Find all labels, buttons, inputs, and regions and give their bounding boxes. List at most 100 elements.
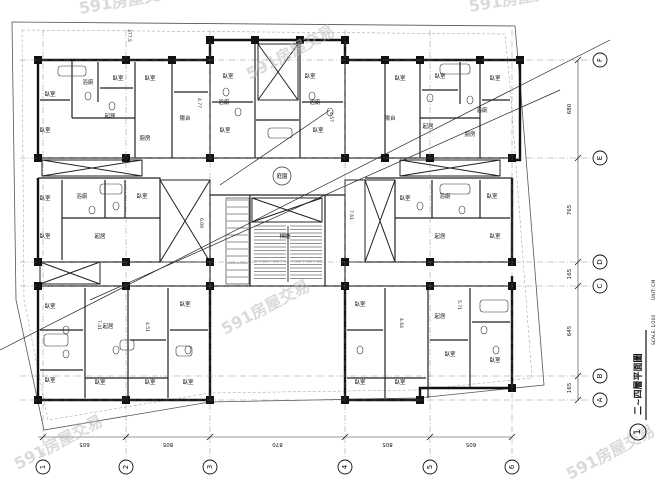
grid-label: A [596, 397, 604, 402]
grid-label: B [596, 373, 604, 378]
grid-bubble-row-E: E [592, 150, 608, 166]
exterior-walls [36, 38, 522, 402]
room-label-bed: 臥室 [304, 72, 316, 80]
svg-text:7.61: 7.61 [348, 210, 354, 220]
interior-walls [38, 42, 513, 398]
grid-bubble-row-A: A [592, 392, 608, 408]
room-label-hall: 梯廳 [279, 232, 291, 240]
room-label-living: 起居 [434, 313, 446, 320]
svg-text:7.41: 7.41 [96, 320, 102, 330]
room-label-bath: 浴廁 [309, 98, 321, 106]
leader-lines [0, 39, 611, 351]
room-label-bed: 臥室 [112, 74, 124, 82]
room-label-bed: 臥室 [39, 232, 51, 240]
row-dimensions: 680 765 165 645 165 [567, 56, 582, 404]
svg-text:6.09: 6.09 [198, 218, 204, 228]
room-label-bed: 臥室 [444, 350, 456, 358]
room-label-living: 起居 [422, 123, 434, 130]
grid-bubble-row-C: C [592, 278, 608, 294]
room-label-living: 起居 [102, 323, 114, 330]
grid-column-bubbles: 1 2 3 4 5 6 [35, 459, 520, 475]
drawing-scale: SCALE: 1/200 [651, 315, 657, 345]
grid-bubble-col-2: 2 [118, 459, 134, 475]
grid-bubble-col-3: 3 [202, 459, 218, 475]
grid-bubble-col-4: 4 [337, 459, 353, 475]
staircase [225, 197, 322, 285]
room-label-bed: 臥室 [44, 376, 56, 384]
room-label-bed: 臥室 [394, 74, 406, 82]
grid-label: D [596, 259, 604, 264]
col-dimension-value: 870 [272, 441, 283, 447]
grid-label: 2 [122, 465, 130, 469]
room-label-bed: 臥室 [94, 378, 106, 386]
svg-text:4.77: 4.77 [196, 98, 202, 108]
elevator-shafts [39, 43, 501, 285]
room-label-bath: 浴廁 [476, 106, 488, 114]
inner-dimension-texts: 377.5 4.77 4.57 6.09 7.61 7.41 4.51 4.64… [96, 29, 462, 332]
room-label-bath: 浴廁 [218, 98, 230, 106]
watermark-text: 591房屋交易 [243, 21, 338, 84]
room-label-bed: 臥室 [144, 378, 156, 386]
room-label-garden: 庭園 [276, 172, 288, 180]
row-dimension-value: 765 [567, 204, 573, 215]
row-dimension-value: 165 [567, 268, 573, 279]
grid-lines [20, 30, 591, 458]
svg-text:4.51: 4.51 [144, 322, 150, 332]
room-label-bed: 臥室 [489, 74, 501, 82]
grid-bubble-row-B: B [592, 368, 608, 384]
grid-bubble-row-F: F [592, 52, 608, 68]
room-label-living: 起居 [94, 233, 106, 240]
svg-text:377.5: 377.5 [126, 29, 132, 42]
grid-label: 4 [341, 464, 349, 469]
grid-label: 6 [508, 464, 516, 469]
watermark-text: 591房屋交易 [11, 411, 106, 474]
grid-bubble-col-1: 1 [35, 459, 51, 475]
garden-marker [272, 166, 292, 186]
room-label-bed: 臥室 [144, 74, 156, 82]
watermark-text: 591房屋交易 [77, 0, 176, 18]
title-block: 1 二~四層平面圖 SCALE: 1/200 UNIT: CM [629, 280, 657, 441]
grid-bubble-col-6: 6 [504, 459, 520, 475]
grid-row-bubbles: F E D C B A [592, 52, 608, 408]
room-label-balcony: 陽台 [384, 114, 396, 122]
row-dimension-value: 645 [567, 325, 573, 336]
room-label-bed: 臥室 [222, 72, 234, 80]
room-label-bed: 臥室 [394, 378, 406, 386]
room-label-living: 起居 [104, 113, 116, 120]
room-label-bath: 浴廁 [76, 192, 88, 200]
room-label-kitchen: 廚房 [464, 130, 476, 138]
col-dimension-value: 605 [465, 441, 476, 447]
row-dimension-value: 680 [567, 103, 573, 114]
room-label-living: 起居 [434, 233, 446, 240]
col-dimension-value: 805 [382, 441, 393, 447]
grid-label: E [596, 156, 604, 160]
title-number: 1 [633, 429, 643, 435]
room-label-bed: 臥室 [219, 126, 231, 134]
drawing-title: 二~四層平面圖 [632, 353, 644, 415]
watermark-text: 591房屋交易 [563, 421, 658, 484]
grid-label: 3 [206, 465, 214, 469]
grid-bubble-row-D: D [592, 254, 608, 270]
room-labels: 臥室起居臥室臥室浴廁臥室廚房陽台臥室浴廁臥室臥室浴廁臥室臥室臥室臥室浴廁廚房陽台… [39, 72, 501, 386]
row-dimension-value: 165 [567, 382, 573, 393]
room-label-bed: 臥室 [354, 378, 366, 386]
room-label-bath: 浴廁 [439, 192, 451, 200]
room-label-bed: 臥室 [44, 302, 56, 310]
svg-text:5.71: 5.71 [456, 300, 462, 310]
col-dimension-value: 605 [79, 441, 90, 447]
grid-label: F [596, 58, 604, 62]
room-label-balcony: 陽台 [179, 114, 191, 122]
room-label-kitchen: 廚房 [139, 134, 151, 142]
grid-label: 5 [426, 465, 434, 469]
room-label-bed: 臥室 [312, 126, 324, 134]
room-label-bath: 浴廁 [82, 78, 94, 86]
watermarks: 591房屋交易 591房屋交易 591房屋交易 591房屋交易 591房屋交易 … [11, 0, 658, 484]
column-dimensions: 605 805 870 805 605 [39, 433, 516, 447]
title-number-circle [629, 423, 647, 441]
col-dimension-value: 805 [162, 441, 173, 447]
room-label-bed: 臥室 [136, 192, 148, 200]
room-label-bed: 臥室 [39, 194, 51, 202]
structural-columns [34, 36, 524, 404]
